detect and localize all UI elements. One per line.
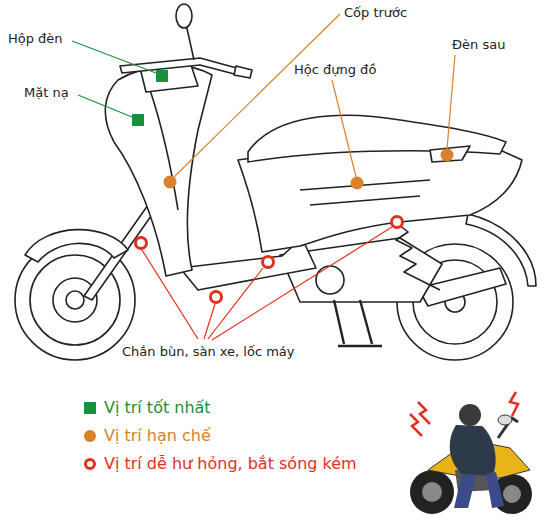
legend-text: Vị trí hạn chế — [104, 426, 211, 445]
part-label: Cốp trước — [344, 5, 407, 21]
part-label: Hộp đèn — [8, 31, 63, 47]
theft-picture — [410, 392, 532, 514]
legend-row: Vị trí dễ hư hỏng, bắt sóng kém — [84, 454, 357, 473]
square-swatch — [84, 402, 96, 414]
legend-text: Vị trí tốt nhất — [104, 398, 211, 417]
legend-row: Vị trí hạn chế — [84, 426, 211, 445]
part-label: Chắn bùn, sàn xe, lốc máy — [122, 344, 295, 360]
ring-swatch — [84, 458, 96, 470]
part-label: Đèn sau — [452, 37, 505, 53]
part-label: Hộc đựng đồ — [294, 62, 376, 78]
part-label: Mặt nạ — [24, 85, 69, 101]
dot-swatch — [84, 430, 96, 442]
legend-row: Vị trí tốt nhất — [84, 398, 211, 417]
legend-text: Vị trí dễ hư hỏng, bắt sóng kém — [104, 454, 357, 473]
